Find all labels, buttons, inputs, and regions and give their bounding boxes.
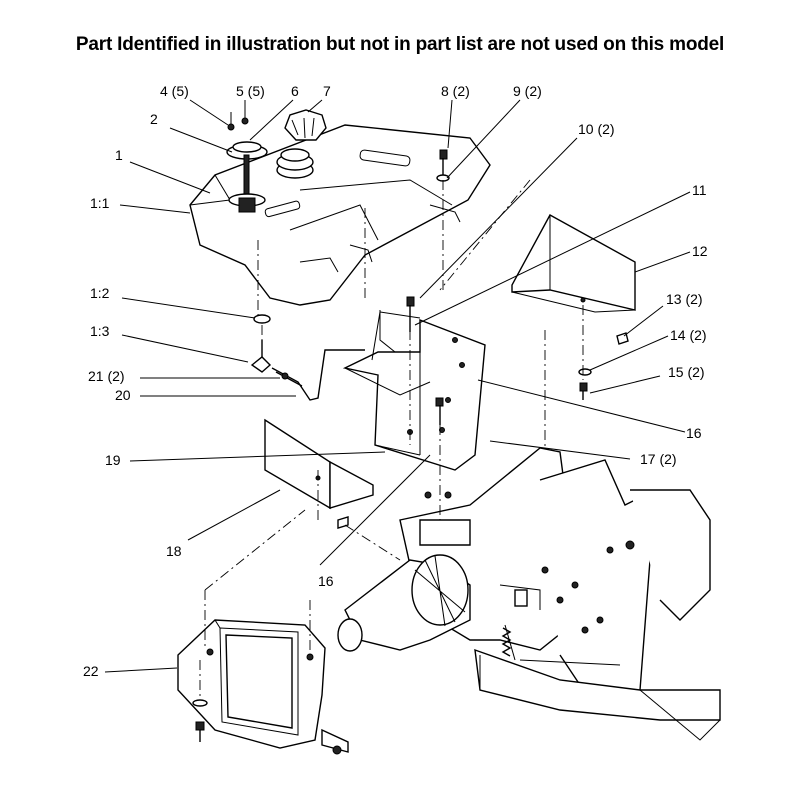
callout-9: 9 (2): [513, 83, 542, 99]
fuel-sender-assembly: [226, 112, 268, 213]
callout-22: 22: [83, 663, 99, 679]
callout-16-lower: 16: [318, 573, 334, 589]
callout-8: 8 (2): [441, 83, 470, 99]
callout-5: 5 (5): [236, 83, 265, 99]
fuel-tank: [189, 124, 491, 306]
callout-21: 21 (2): [88, 368, 125, 384]
callout-12: 12: [692, 243, 708, 259]
leader-lines: [104, 99, 691, 673]
callout-13: 13 (2): [666, 291, 703, 307]
callout-16-right: 16: [686, 425, 702, 441]
callout-15: 15 (2): [668, 364, 705, 380]
callout-10: 10 (2): [578, 121, 615, 137]
callout-20: 20: [115, 387, 131, 403]
fuel-line: [250, 314, 365, 401]
callout-labels: 4 (5) 5 (5) 6 7 8 (2) 9 (2) 10 (2) 2 1 1…: [83, 83, 708, 679]
callout-11: 11: [692, 182, 707, 198]
callout-6: 6: [291, 83, 299, 99]
heat-shield-12: [511, 214, 636, 313]
alignment-lines: [199, 179, 584, 700]
callout-17: 17 (2): [640, 451, 677, 467]
callout-1-1: 1:1: [90, 195, 110, 211]
callout-18: 18: [166, 543, 182, 559]
bolt-10: [406, 296, 444, 425]
callout-7: 7: [323, 83, 331, 99]
callout-1-3: 1:3: [90, 323, 110, 339]
lower-shroud-22: [177, 619, 349, 755]
engine-frame: [337, 447, 721, 741]
callout-2: 2: [150, 111, 158, 127]
callout-14: 14 (2): [670, 327, 707, 343]
callout-19: 19: [105, 452, 121, 468]
side-shield-18: [264, 418, 374, 529]
mounting-bracket: [342, 310, 486, 471]
page-title: Part Identified in illustration but not …: [75, 34, 725, 55]
callout-1: 1: [115, 147, 123, 163]
hardware-13-15: [578, 332, 629, 400]
callout-1-2: 1:2: [90, 285, 110, 301]
fuel-cap: [276, 109, 327, 179]
callout-4: 4 (5): [160, 83, 189, 99]
